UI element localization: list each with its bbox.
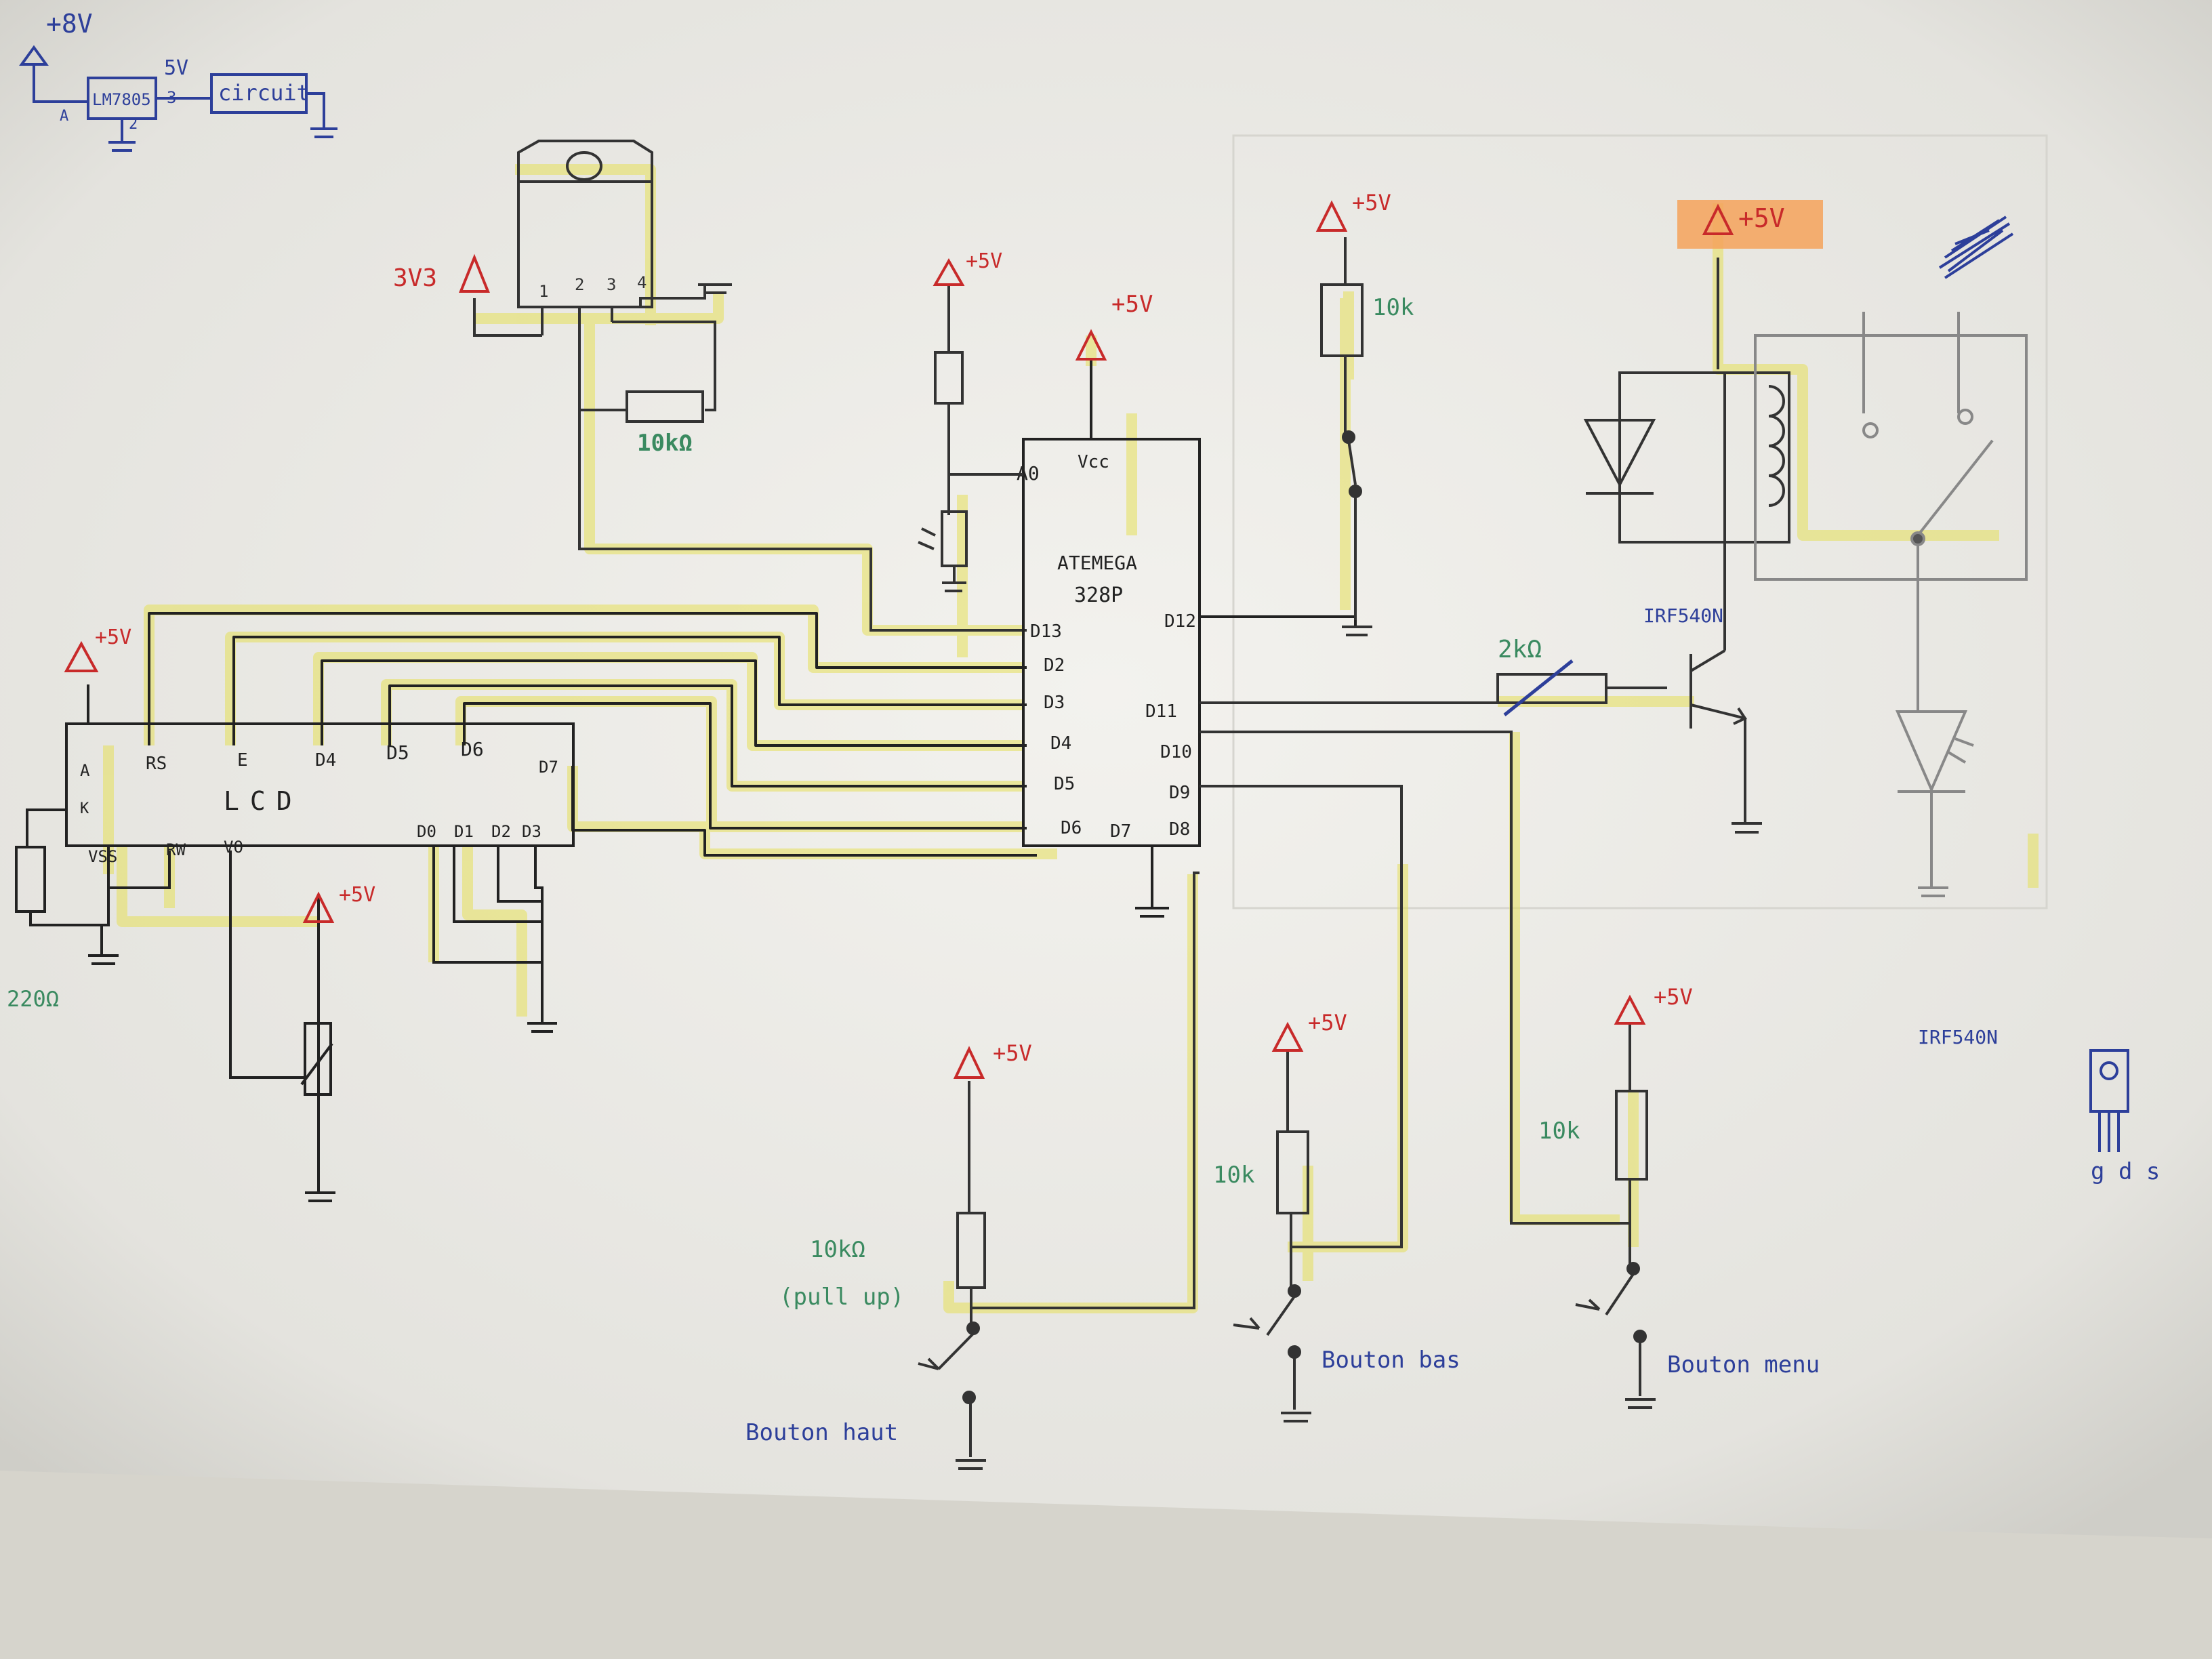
lcd-pin-d1: D1 <box>454 822 474 841</box>
mcu-pin-d6: D6 <box>1061 818 1082 838</box>
button-menu-resistor-label: 10k <box>1538 1118 1580 1145</box>
button-haut-note: (pull up) <box>779 1284 904 1311</box>
lcd-pin-vo: VO <box>224 838 243 857</box>
lcd-pin-d3: D3 <box>522 822 541 841</box>
regulator-pin-out: 3 <box>167 88 176 107</box>
lcd-pin-d5: D5 <box>386 741 409 764</box>
button-haut-supply-label: +5V <box>993 1040 1032 1066</box>
mcu-pin-d10: D10 <box>1160 742 1192 762</box>
button-bas-circuit <box>1200 785 1403 1422</box>
button-haut-label: Bouton haut <box>745 1419 898 1446</box>
mcu-pin-d7: D7 <box>1110 821 1131 842</box>
mosfet-pinout-part: IRF540N <box>1918 1026 1998 1048</box>
lcd-pin-d4: D4 <box>315 750 336 771</box>
button-haut-circuit <box>918 872 1200 1470</box>
lcd-pin-rs: RS <box>146 754 167 774</box>
button-haut-resistor-label: 10kΩ <box>810 1236 865 1263</box>
paper <box>0 0 2212 1538</box>
mcu-pin-vcc: Vcc <box>1078 452 1109 472</box>
lcd-contrast-supply: +5V <box>339 883 375 907</box>
mosfet-pinout <box>2089 1049 2129 1152</box>
sensor-module <box>473 140 1027 632</box>
button-bas-resistor-label: 10k <box>1213 1162 1254 1189</box>
ldr-supply-label: +5V <box>966 249 1002 273</box>
button-menu-supply-label: +5V <box>1654 984 1693 1010</box>
mcu-pin-d11: D11 <box>1145 701 1177 722</box>
relay-driver <box>1200 258 1790 834</box>
switch-d12-resistor-label: 10k <box>1372 294 1414 321</box>
mcu-body <box>1022 329 1201 918</box>
lcd-pin-d7: D7 <box>539 758 558 777</box>
lcd-pin-d2: D2 <box>491 822 511 841</box>
regulator-out-label: 5V <box>164 56 188 80</box>
switch-d12-supply-arrow <box>1315 200 1348 232</box>
mcu-pin-d3: D3 <box>1044 693 1065 713</box>
sensor-pin-2: 2 <box>575 275 584 294</box>
sensor-resistor-label: 10kΩ <box>637 430 693 457</box>
sensor-supply-arrow <box>459 253 490 293</box>
sensor-pin-1: 1 <box>539 282 548 301</box>
button-menu-label: Bouton menu <box>1667 1351 1820 1378</box>
relay-supply-arrow <box>1702 203 1734 235</box>
regulator-pin-gnd: 2 <box>129 116 138 133</box>
relay-transistor-label: IRF540N <box>1643 605 1723 627</box>
relay-contacts <box>1754 312 2028 897</box>
lcd-supply-label: +5V <box>95 626 131 649</box>
mcu-model: 328P <box>1074 583 1123 607</box>
mcu-pin-d4: D4 <box>1050 733 1071 754</box>
mcu-pin-d8: D8 <box>1169 819 1190 840</box>
ldr-supply-arrow <box>933 258 965 286</box>
mcu-supply-label: +5V <box>1111 291 1153 318</box>
lcd-pin-a: A <box>80 761 90 780</box>
mcu-pin-d9: D9 <box>1169 783 1190 803</box>
mcu-pin-d12: D12 <box>1164 611 1196 632</box>
button-haut-supply-arrow <box>953 1046 985 1079</box>
mcu-pin-d5: D5 <box>1054 774 1075 794</box>
lcd-module <box>15 640 575 1202</box>
regulator-supply-label: +8V <box>46 9 93 39</box>
lcd-pin-k: K <box>80 800 89 817</box>
relay-supply-label: +5V <box>1738 203 1785 233</box>
lcd-pin-e: E <box>237 750 248 771</box>
sensor-pin-labels: 1 2 3 4 <box>539 273 647 301</box>
mcu-pin-d2: D2 <box>1044 655 1065 676</box>
lcd-backlight-resistor-label: 220Ω <box>7 986 59 1012</box>
mcu-pin-d13: D13 <box>1030 621 1062 642</box>
lcd-name: LCD <box>224 786 303 816</box>
button-menu-supply-arrow <box>1614 994 1646 1025</box>
lcd-pin-vss: VSS <box>88 847 117 866</box>
relay-gate-resistor-label: 2kΩ <box>1498 636 1542 663</box>
lcd-pin-d0: D0 <box>417 822 436 841</box>
regulator-part-label: LM7805 <box>92 90 151 109</box>
lcd-contrast-arrow <box>302 891 335 923</box>
sensor-supply-label: 3V3 <box>393 264 437 292</box>
mcu-name: ATEMEGA <box>1057 552 1137 574</box>
regulator-load-label: circuit <box>218 80 310 106</box>
sensor-pin-3: 3 <box>607 275 616 294</box>
regulator-pin-in: A <box>60 108 68 125</box>
button-menu-circuit <box>1200 731 1656 1409</box>
switch-d12-supply-label: +5V <box>1352 190 1391 216</box>
switch-d12 <box>1320 237 1372 636</box>
button-bas-supply-label: +5V <box>1308 1010 1347 1036</box>
regulator-block <box>19 45 337 152</box>
relay-supply-highlight <box>1677 200 1823 249</box>
sensor-pin-4: 4 <box>637 273 647 292</box>
ldr-divider <box>918 285 1023 592</box>
lcd-pin-rw: RW <box>166 840 186 859</box>
button-bas-label: Bouton bas <box>1322 1347 1460 1374</box>
mosfet-pinout-pins: g d s <box>2091 1158 2160 1185</box>
relay-scribble <box>1938 216 2014 279</box>
lcd-pin-d6: D6 <box>461 738 484 760</box>
button-bas-supply-arrow <box>1271 1021 1304 1052</box>
